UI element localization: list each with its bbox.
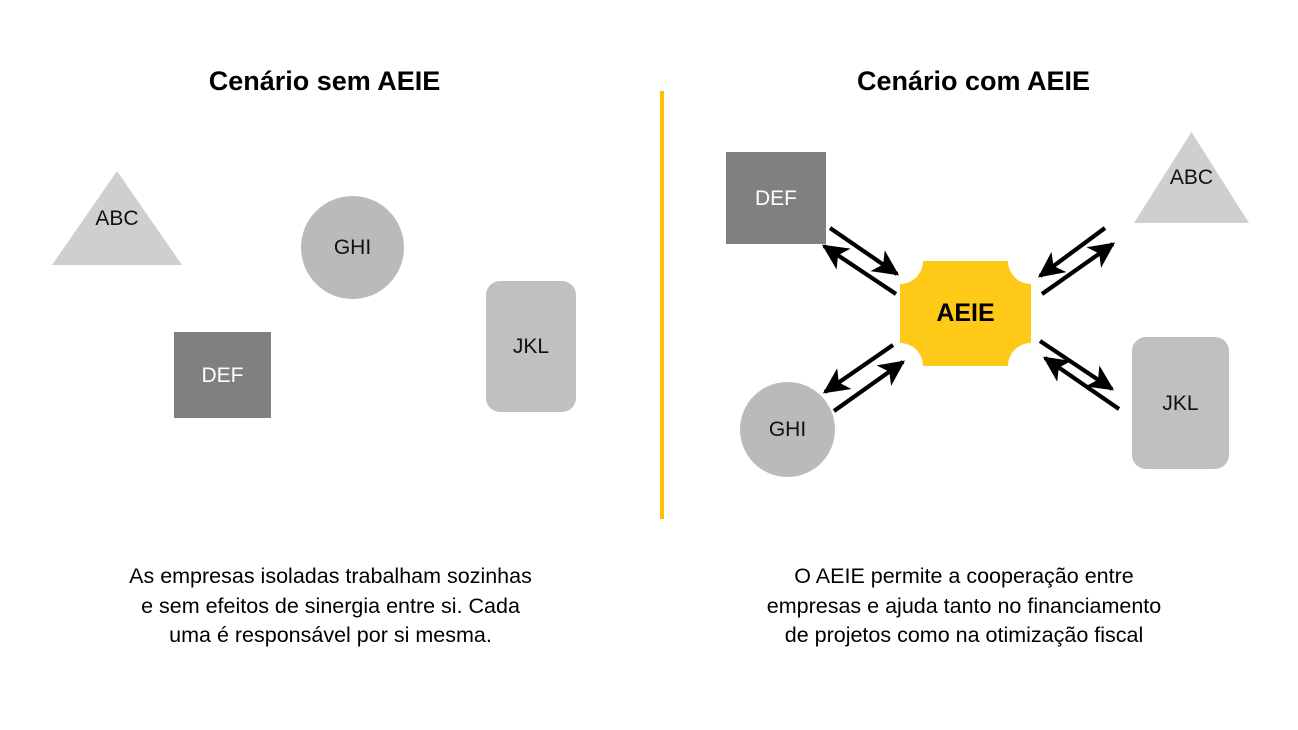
- arrow-aeie-to-jkl: [1038, 339, 1115, 391]
- right-panel-caption: O AEIE permite a cooperação entre empres…: [700, 562, 1228, 651]
- concave-corner-rectangle-icon: [900, 261, 1031, 366]
- arrow-jkl-to-aeie: [1042, 356, 1121, 411]
- caption-line: de projetos como na otimização fiscal: [784, 623, 1144, 648]
- left-shape-jkl-label: JKL: [512, 335, 550, 358]
- left-shape-ghi-label: GHI: [333, 236, 372, 259]
- left-panel-title: Cenário sem AEIE: [208, 66, 441, 96]
- right-shape-abc: ABC: [1134, 132, 1249, 223]
- right-shape-ghi-label: GHI: [768, 418, 807, 441]
- arrow-def-to-aeie: [828, 226, 900, 276]
- aeie-center-node: AEIE: [900, 261, 1031, 366]
- left-shape-ghi: GHI: [301, 196, 404, 299]
- aeie-center-label: AEIE: [936, 299, 995, 327]
- caption-line: As empresas isoladas trabalham sozinhas: [129, 564, 532, 588]
- triangle-icon: [1134, 132, 1249, 223]
- caption-line: uma é responsável por si mesma.: [169, 623, 492, 648]
- left-shape-def-label: DEF: [201, 363, 244, 387]
- arrow-abc-to-aeie: [1037, 226, 1107, 278]
- right-panel-title: Cenário com AEIE: [856, 66, 1091, 96]
- left-shape-def: DEF: [174, 332, 271, 418]
- arrow-aeie-to-def: [821, 244, 898, 296]
- caption-line: empresas e ajuda tanto no financiamento: [766, 593, 1162, 618]
- left-shape-abc: ABC: [52, 171, 182, 265]
- panel-divider: [660, 91, 664, 519]
- left-panel-caption: As empresas isoladas trabalham sozinhas …: [68, 562, 593, 651]
- right-shape-def-label: DEF: [755, 186, 797, 210]
- arrow-aeie-to-ghi: [822, 343, 895, 394]
- caption-line: O AEIE permite a cooperação entre: [794, 564, 1134, 588]
- right-shape-jkl-label: JKL: [1162, 391, 1199, 415]
- right-shape-jkl: JKL: [1132, 337, 1229, 469]
- caption-line: e sem efeitos de sinergia entre si. Cada: [141, 593, 520, 618]
- left-shape-jkl: JKL: [486, 281, 576, 412]
- right-shape-ghi: GHI: [740, 382, 835, 477]
- triangle-icon: [52, 171, 182, 265]
- arrow-aeie-to-abc: [1040, 242, 1116, 296]
- arrow-ghi-to-aeie: [832, 360, 906, 413]
- right-shape-def: DEF: [726, 152, 826, 244]
